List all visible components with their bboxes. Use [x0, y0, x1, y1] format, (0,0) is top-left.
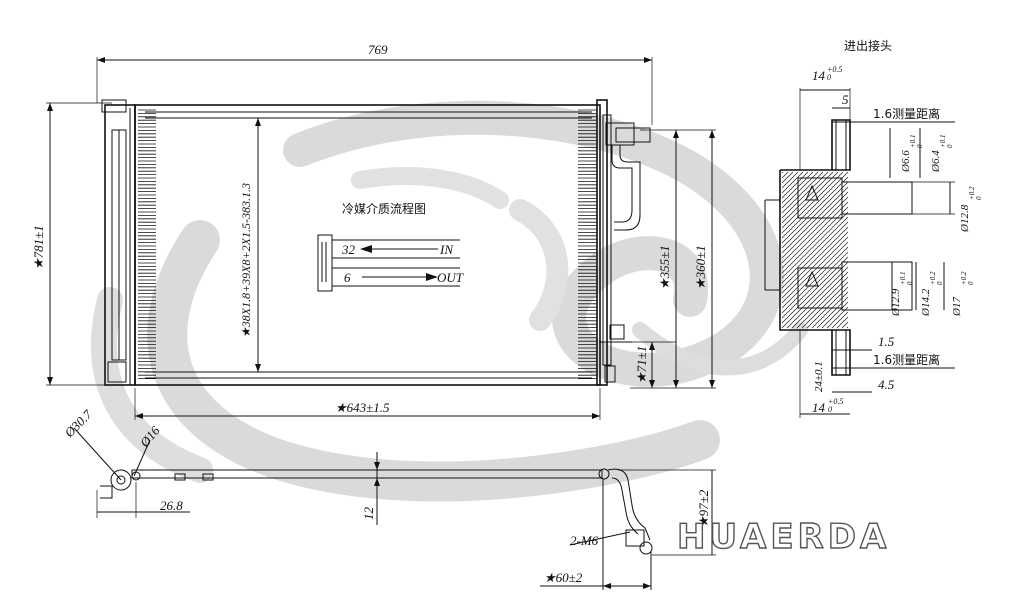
fitting-title: 进出接头 [844, 38, 892, 53]
fit-dim-17: Ø17 [951, 297, 963, 317]
condenser-front-view: 769 ★781±1 ★38X1.8+39X8+2X1.5-383.1.3 [31, 42, 716, 420]
fit-dim-14-2-tol: +0.20 [929, 271, 944, 285]
fins-right [578, 109, 597, 380]
fit-dim-12-9: Ø12.9 [890, 288, 902, 317]
fit-dim-14-2: Ø14.2 [920, 288, 932, 317]
fit-dim-4-5: 4.5 [878, 377, 895, 392]
section-hatch [781, 171, 849, 329]
dim-97: ★97±2 [696, 489, 711, 528]
fit-dim-1-5: 1.5 [878, 334, 895, 349]
dim-355: ★355±1 [657, 245, 672, 290]
fit-dim-12-8: Ø12.8 [959, 204, 971, 233]
fins-left [138, 109, 156, 380]
dim-26-8: 26.8 [160, 498, 183, 513]
refrigerant-flow-diagram: 冷媒介质流程图 32 6 IN OUT [317, 201, 464, 292]
fit-dim-5: 5 [842, 92, 849, 107]
fit-dim-14-bottom: 14 [812, 400, 826, 415]
dim-71: ★71±1 [634, 346, 649, 384]
dim-2-m6: 2-M6 [570, 533, 599, 548]
fit-dim-6-6: Ø6.6 [900, 150, 912, 173]
dim-core-spec: ★38X1.8+39X8+2X1.5-383.1.3 [239, 183, 253, 338]
dim-643: ★643±1.5 [335, 400, 390, 415]
dim-360: ★360±1 [693, 245, 708, 290]
fit-note-1-6-top: 1.6测量距离 [873, 106, 940, 121]
fit-dim-6-4-tol: +0.10 [939, 135, 954, 148]
fit-dim-17-tol: +0.20 [960, 271, 975, 285]
fit-dim-12-9-tol: +0.10 [899, 272, 914, 285]
pass-32: 32 [341, 242, 356, 257]
label-in: IN [439, 242, 454, 257]
dim-781: ★781±1 [31, 225, 46, 270]
brand-watermark: HUAERDA [677, 517, 890, 557]
dim-769: 769 [368, 42, 388, 57]
label-out: OUT [437, 270, 464, 285]
fit-dim-6-6-tol: +0.10 [909, 135, 924, 148]
fit-dim-12-8-tol: +0.20 [968, 186, 983, 200]
watermark-swirl [91, 100, 808, 502]
flow-diagram-title: 冷媒介质流程图 [342, 201, 426, 216]
dim-12: 12 [361, 507, 376, 521]
fit-dim-24: 24±0.1 [813, 361, 825, 392]
dim-30-7: Ø30.7 [61, 406, 95, 440]
fit-dim-6-4: Ø6.4 [930, 150, 942, 173]
pass-6: 6 [344, 270, 351, 285]
fit-dim-14-top: 14 [812, 68, 826, 83]
fit-note-1-6-bottom: 1.6测量距离 [873, 352, 940, 367]
dim-60: ★60±2 [544, 570, 583, 585]
